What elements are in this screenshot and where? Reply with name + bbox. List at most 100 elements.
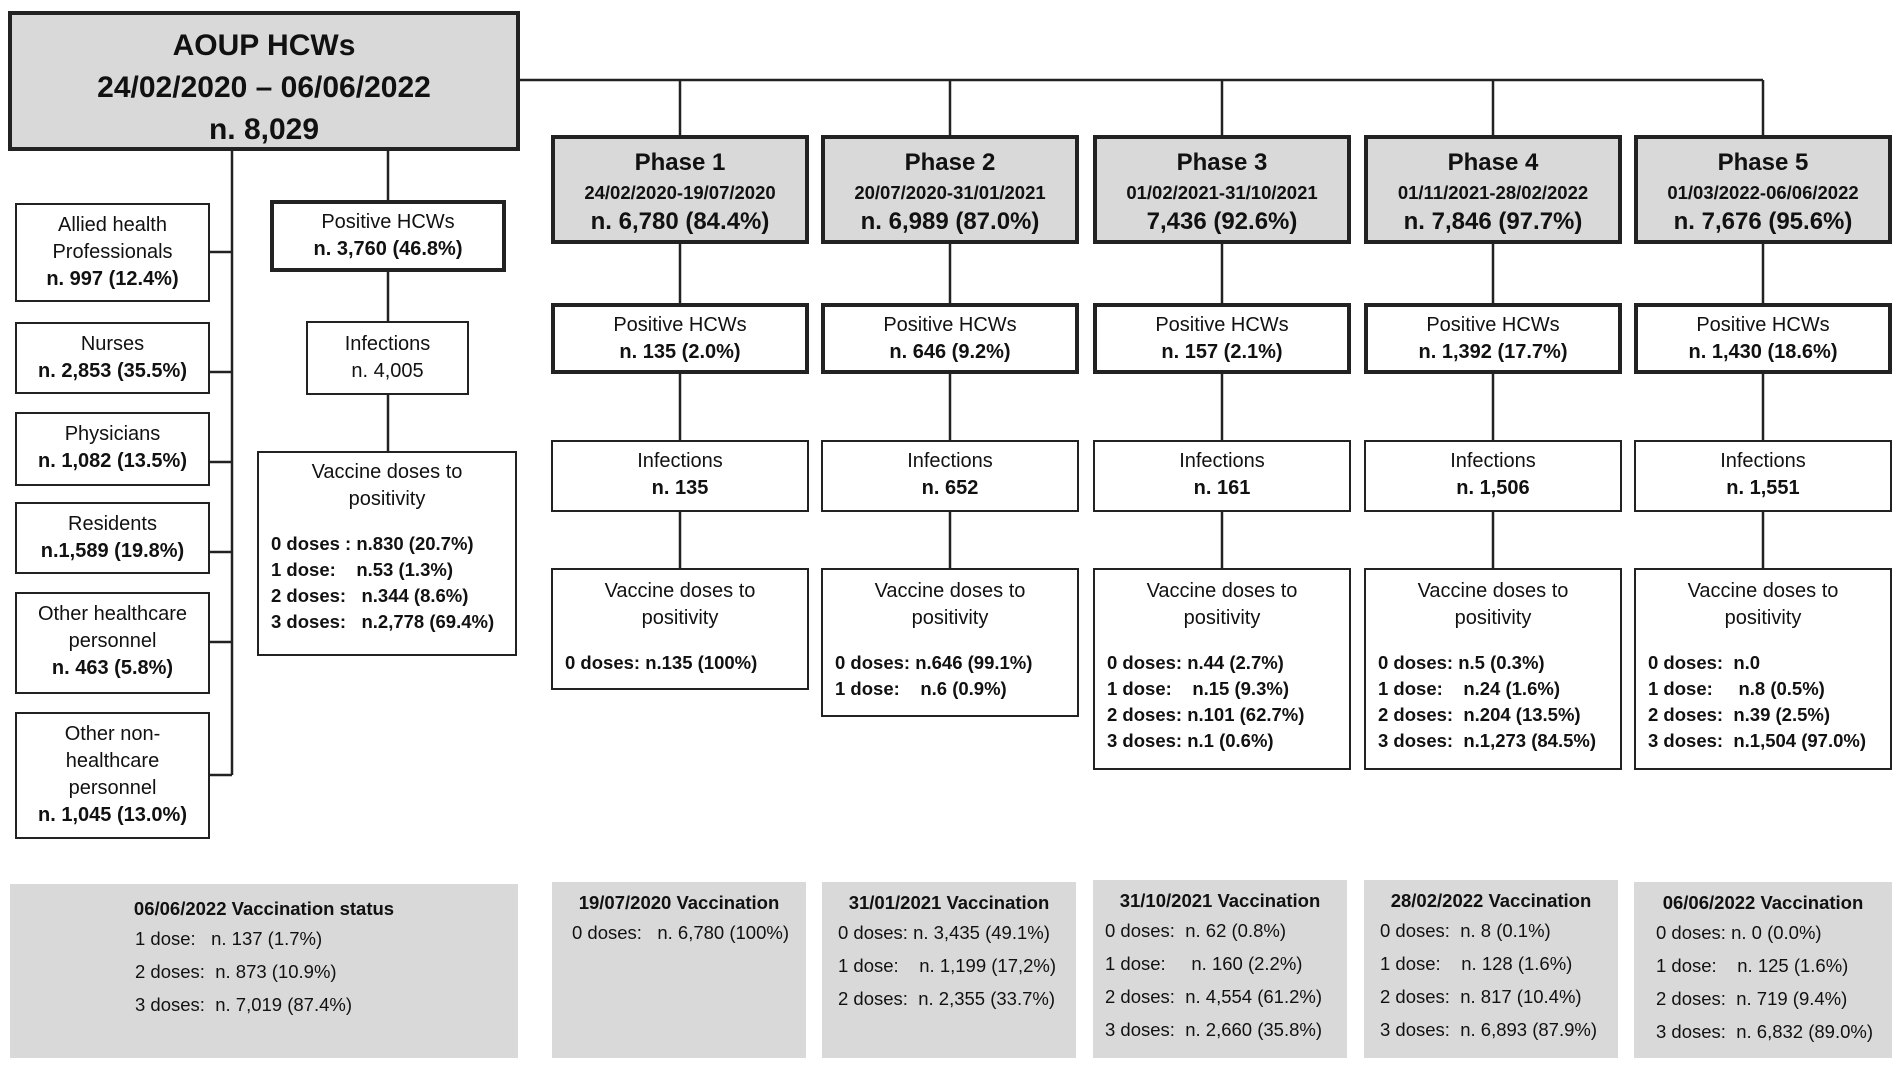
panel-line: 1 dose: n. 1,199 (17,2%) — [838, 955, 1057, 976]
doses-title: Vaccine doses to — [1146, 580, 1298, 602]
category-label: Residents — [68, 513, 157, 535]
doses-title: positivity — [1454, 607, 1532, 629]
infections-label: Infections — [637, 450, 723, 472]
panel-line: 1 dose: n. 128 (1.6%) — [1380, 953, 1573, 974]
panel-line: 3 doses: n. 2,660 (35.8%) — [1105, 1019, 1322, 1040]
doses-title: Vaccine doses to — [1687, 580, 1839, 602]
dose-line: 0 doses: n.646 (99.1%) — [835, 652, 1033, 673]
phase-count: n. 7,676 (95.6%) — [1673, 208, 1853, 235]
doses-title: Vaccine doses to — [311, 461, 463, 483]
panel-line: 2 doses: n. 817 (10.4%) — [1380, 986, 1582, 1007]
category-value: n. 1,082 (13.5%) — [38, 450, 187, 472]
phase-name: Phase 3 — [1176, 149, 1268, 176]
dose-line: 2 doses: n.101 (62.7%) — [1107, 704, 1305, 725]
dose-line: 0 doses: n.0 — [1648, 652, 1761, 673]
phase-4-doses-box: Vaccine doses to positivity 0 doses: n.5… — [1364, 568, 1622, 770]
phase-count: n. 6,780 (84.4%) — [590, 208, 770, 235]
dose-line: 0 doses : n.830 (20.7%) — [271, 533, 474, 554]
phase-4-positive-box: Positive HCWs n. 1,392 (17.7%) — [1364, 303, 1622, 374]
panel-title: 31/10/2021 Vaccination — [1119, 890, 1321, 911]
phase-5-infections-box: Infections n. 1,551 — [1634, 440, 1892, 512]
phase-name: Phase 2 — [904, 149, 996, 176]
dose-line: 3 doses: n.1,504 (97.0%) — [1648, 730, 1866, 751]
dose-line: 0 doses: n.135 (100%) — [565, 652, 758, 673]
doses-title: positivity — [348, 488, 426, 510]
category-value: n.1,589 (19.8%) — [40, 540, 185, 562]
dose-line: 3 doses: n.1,273 (84.5%) — [1378, 730, 1596, 751]
phase-4-box: Phase 4 01/11/2021-28/02/2022 n. 7,846 (… — [1364, 135, 1622, 244]
positive-value: n. 3,760 (46.8%) — [313, 238, 463, 260]
dose-line: 0 doses: n.5 (0.3%) — [1378, 652, 1545, 673]
panel-line: 3 doses: n. 6,832 (89.0%) — [1656, 1021, 1873, 1042]
doses-title: positivity — [1724, 607, 1802, 629]
phase-3-box: Phase 3 01/02/2021-31/10/2021 7,436 (92.… — [1093, 135, 1351, 244]
panel-line: 3 doses: n. 7,019 (87.4%) — [135, 994, 352, 1015]
category-value: n. 2,853 (35.5%) — [38, 360, 187, 382]
panel-title: 19/07/2020 Vaccination — [578, 892, 780, 913]
category-label: personnel — [68, 630, 157, 652]
category-value: n. 997 (12.4%) — [46, 268, 179, 290]
phase-1-infections-box: Infections n. 135 — [551, 440, 809, 512]
category-other-non-healthcare: Other non- healthcare personnel n. 1,045… — [15, 712, 210, 839]
dose-line: 3 doses: n.1 (0.6%) — [1107, 730, 1274, 751]
phase-3-doses-box: Vaccine doses to positivity 0 doses: n.4… — [1093, 568, 1351, 770]
panel-line: 2 doses: n. 719 (9.4%) — [1656, 988, 1848, 1009]
positive-label: Positive HCWs — [1426, 314, 1560, 336]
category-residents: Residents n.1,589 (19.8%) — [15, 502, 210, 574]
vaccination-panel-phase-2: 31/01/2021 Vaccination 0 doses: n. 3,435… — [822, 882, 1076, 1058]
dose-line: 2 doses: n.204 (13.5%) — [1378, 704, 1581, 725]
panel-title: 28/02/2022 Vaccination — [1390, 890, 1592, 911]
phase-2-doses-box: Vaccine doses to positivity 0 doses: n.6… — [821, 568, 1079, 717]
category-allied-health: Allied health Professionals n. 997 (12.4… — [15, 203, 210, 302]
phase-3-infections-box: Infections n. 161 — [1093, 440, 1351, 512]
infections-label: Infections — [1720, 450, 1806, 472]
phase-dates: 24/02/2020-19/07/2020 — [584, 182, 776, 203]
phase-5-positive-box: Positive HCWs n. 1,430 (18.6%) — [1634, 303, 1892, 374]
phase-1-positive-box: Positive HCWs n. 135 (2.0%) — [551, 303, 809, 374]
category-label: Physicians — [64, 423, 161, 445]
phase-count: n. 6,989 (87.0%) — [860, 208, 1040, 235]
dose-line: 2 doses: n.344 (8.6%) — [271, 585, 469, 606]
infections-label: Infections — [1179, 450, 1265, 472]
panel-line: 0 doses: n. 6,780 (100%) — [572, 922, 789, 943]
vaccination-panel-phase-3: 31/10/2021 Vaccination 0 doses: n. 62 (0… — [1093, 880, 1347, 1058]
panel-line: 1 dose: n. 137 (1.7%) — [135, 928, 323, 949]
dose-line: 1 dose: n.8 (0.5%) — [1648, 678, 1825, 699]
dose-line: 1 dose: n.24 (1.6%) — [1378, 678, 1560, 699]
positive-value: n. 157 (2.1%) — [1161, 341, 1283, 363]
phase-2-box: Phase 2 20/07/2020-31/01/2021 n. 6,989 (… — [821, 135, 1079, 244]
root-dates: 24/02/2020 – 06/06/2022 — [97, 71, 431, 104]
dose-line: 1 dose: n.53 (1.3%) — [271, 559, 453, 580]
dose-line: 3 doses: n.2,778 (69.4%) — [271, 611, 495, 632]
panel-title: 31/01/2021 Vaccination — [848, 892, 1050, 913]
root-box: AOUP HCWs 24/02/2020 – 06/06/2022 n. 8,0… — [8, 11, 520, 151]
phase-3-positive-box: Positive HCWs n. 157 (2.1%) — [1093, 303, 1351, 374]
positive-value: n. 135 (2.0%) — [619, 341, 741, 363]
panel-line: 0 doses: n. 3,435 (49.1%) — [838, 922, 1050, 943]
phase-dates: 20/07/2020-31/01/2021 — [854, 182, 1046, 203]
phase-2-infections-box: Infections n. 652 — [821, 440, 1079, 512]
panel-line: 0 doses: n. 8 (0.1%) — [1380, 920, 1551, 941]
category-value: n. 463 (5.8%) — [51, 657, 174, 679]
dose-line: 2 doses: n.39 (2.5%) — [1648, 704, 1830, 725]
panel-line: 2 doses: n. 4,554 (61.2%) — [1105, 986, 1322, 1007]
phase-dates: 01/02/2021-31/10/2021 — [1126, 182, 1318, 203]
infections-value: n. 1,551 — [1726, 477, 1800, 499]
doses-title: positivity — [911, 607, 989, 629]
panel-line: 1 dose: n. 160 (2.2%) — [1105, 953, 1303, 974]
vaccination-panel-phase-5: 06/06/2022 Vaccination 0 doses: n. 0 (0.… — [1634, 882, 1892, 1058]
infections-value: n. 161 — [1193, 477, 1251, 499]
doses-title: positivity — [1183, 607, 1261, 629]
overall-infections-box: Infections n. 4,005 — [306, 321, 469, 395]
phase-name: Phase 4 — [1447, 149, 1539, 176]
panel-line: 2 doses: n. 873 (10.9%) — [135, 961, 337, 982]
panel-line: 2 doses: n. 2,355 (33.7%) — [838, 988, 1055, 1009]
vaccination-panel-phase-4: 28/02/2022 Vaccination 0 doses: n. 8 (0.… — [1364, 880, 1618, 1058]
positive-label: Positive HCWs — [321, 211, 455, 233]
positive-label: Positive HCWs — [1155, 314, 1289, 336]
category-label: personnel — [68, 777, 157, 799]
phase-4-infections-box: Infections n. 1,506 — [1364, 440, 1622, 512]
infections-value: n. 652 — [921, 477, 979, 499]
phase-name: Phase 1 — [634, 149, 726, 176]
